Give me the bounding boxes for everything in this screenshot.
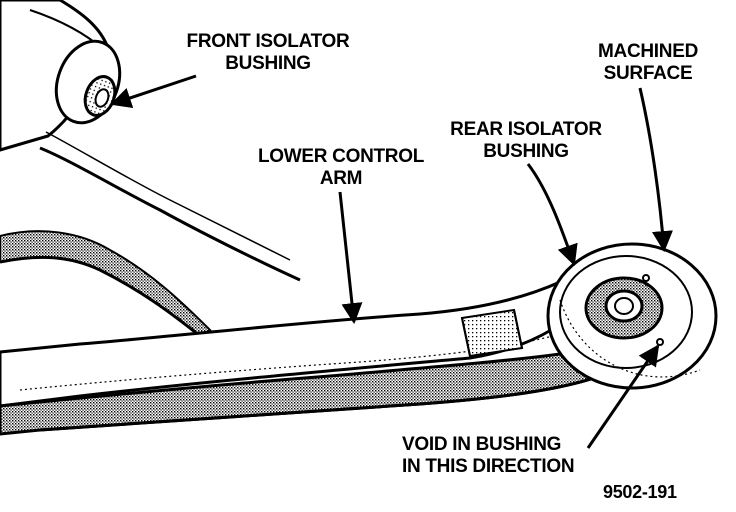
lower-arm-arrow xyxy=(338,191,363,325)
rear-isolator-bushing-label: REAR ISOLATOR BUSHING xyxy=(446,119,606,163)
void-in-bushing-line-2: IN THIS DIRECTION xyxy=(402,456,575,477)
rear-isolator-bushing-shape xyxy=(546,242,718,390)
front-bushing-arrow xyxy=(110,74,197,108)
arm-web xyxy=(0,230,212,338)
leader-arrows xyxy=(110,74,673,449)
machined-surface-line-2: SURFACE xyxy=(603,63,693,84)
frame-body xyxy=(0,0,301,282)
void-in-bushing-line-1: VOID IN BUSHING xyxy=(402,434,562,455)
lower-control-arm-line-1: LOWER CONTROL xyxy=(257,146,425,167)
rear-isolator-bushing-line-2: BUSHING xyxy=(483,141,569,162)
void-in-bushing-label: VOID IN BUSHING IN THIS DIRECTION xyxy=(402,434,612,478)
rear-bushing-arrow xyxy=(526,163,578,266)
machined-surface-line-1: MACHINED xyxy=(598,41,698,62)
front-isolator-bushing-line-2: BUSHING xyxy=(225,53,311,74)
lower-control-arm-label: LOWER CONTROL ARM xyxy=(250,146,432,190)
rear-isolator-bushing-line-1: REAR ISOLATOR xyxy=(450,119,602,140)
front-isolator-bushing-line-1: FRONT ISOLATOR xyxy=(186,31,350,52)
machined-surface-label: MACHINED SURFACE xyxy=(578,41,718,85)
void-arrow xyxy=(586,344,660,449)
lower-control-arm-line-2: ARM xyxy=(319,168,363,189)
machined-surface-arrow xyxy=(638,87,673,253)
front-isolator-bushing-label: FRONT ISOLATOR BUSHING xyxy=(178,31,358,75)
front-isolator-bushing-shape xyxy=(54,39,122,125)
figure-number: 9502-191 xyxy=(603,482,677,502)
